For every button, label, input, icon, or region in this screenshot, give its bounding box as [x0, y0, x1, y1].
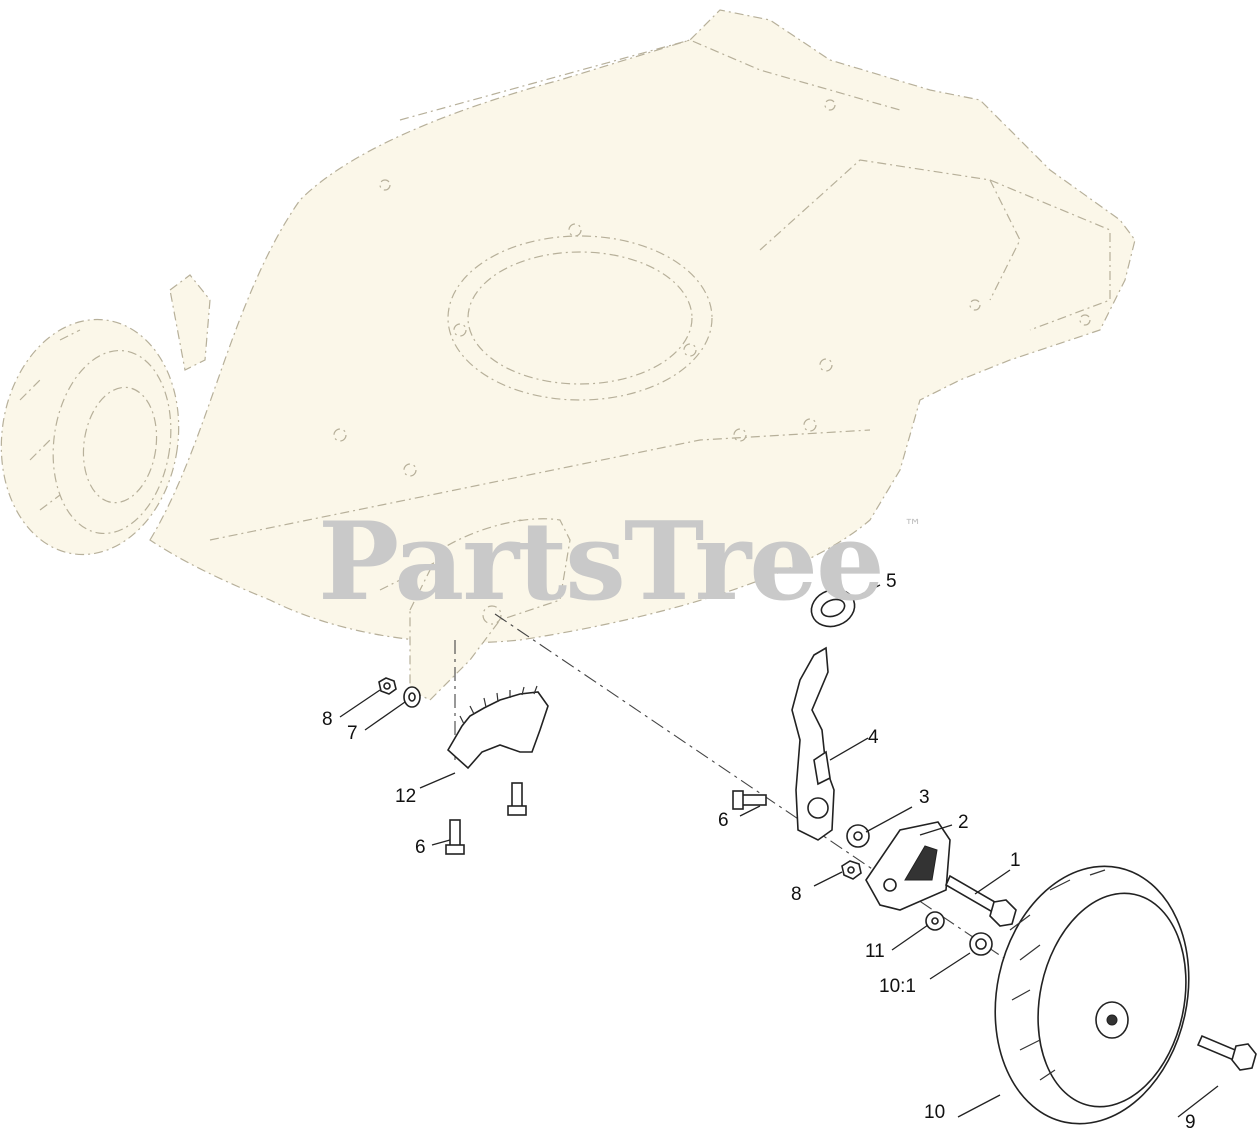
callout-2: 2 — [958, 812, 969, 833]
rear-wheel-outline — [0, 274, 211, 556]
callout-6-bracket-bolt: 6 — [718, 810, 729, 831]
part-6-bolt-a — [445, 819, 465, 855]
part-5-clip — [810, 588, 856, 628]
callout-5: 5 — [886, 571, 897, 592]
callout-6-plate-bolt: 6 — [415, 837, 426, 858]
callout-8-right-nut: 8 — [791, 884, 802, 905]
callout-9: 9 — [1185, 1112, 1196, 1133]
part-3-spacer — [846, 824, 870, 848]
part-10-1-bushing — [969, 932, 993, 956]
callout-11: 11 — [865, 941, 885, 962]
height-adjuster-housing-outline — [409, 518, 571, 701]
part-8-nut-a — [378, 677, 397, 695]
mower-deck-outline — [149, 9, 1136, 644]
part-6-bolt-b — [507, 782, 527, 816]
part-6-bolt-c — [732, 790, 767, 810]
part-2-wheel-adapter — [865, 821, 951, 911]
part-1-axle-bolt — [944, 874, 1017, 927]
part-12-adjuster-plate — [446, 685, 549, 770]
trademark-symbol: ™ — [904, 516, 922, 537]
callout-4: 4 — [868, 727, 879, 748]
part-9-wheel-bolt — [1196, 1034, 1257, 1071]
part-8-nut-b — [841, 860, 862, 880]
callout-1: 1 — [1010, 850, 1021, 871]
callout-10: 10 — [924, 1102, 946, 1123]
part-10-front-wheel — [994, 865, 1190, 1125]
callout-3: 3 — [919, 787, 930, 808]
callout-12: 12 — [395, 786, 417, 807]
leader-lines — [339, 584, 1219, 1118]
part-4-bracket — [791, 646, 835, 841]
callout-10-1: 10:1 — [879, 976, 916, 997]
callout-8-left-nut: 8 — [322, 709, 333, 730]
part-7-washer — [403, 686, 421, 708]
callout-7: 7 — [347, 723, 358, 744]
part-11-washer — [925, 911, 945, 931]
partstree-watermark: PartsTree — [318, 499, 885, 625]
